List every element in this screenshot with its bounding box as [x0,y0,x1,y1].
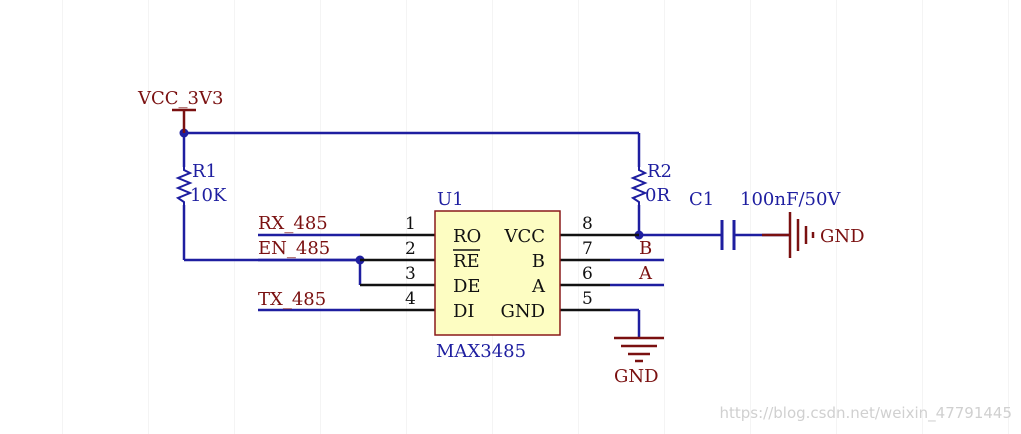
gnd-ic-label: GND [614,366,659,387]
net-label-en: EN_485 [258,238,330,259]
ic-u1: U1 MAX3485 1 2 3 4 RO RE DE DI 8 7 6 5 V… [360,189,639,362]
u1-body [434,210,561,336]
net-label-a: A [638,263,653,284]
capacitor-c1: C1 100nF/50V [689,189,841,250]
u1-pin8-num: 8 [582,214,593,234]
gnd-symbol-cap: GND [762,212,865,258]
net-labels: RX_485 EN_485 TX_485 B A [258,213,653,310]
u1-pin6-num: 6 [582,264,593,284]
r2-zigzag [630,167,648,205]
c1-value: 100nF/50V [740,189,841,210]
u1-pin3-num: 3 [405,264,416,284]
r1-value: 10K [190,185,227,206]
u1-pin2-name: RE [453,251,480,272]
u1-pin5-name: GND [500,301,545,322]
u1-pin7-num: 7 [582,239,593,259]
u1-pin3-name: DE [453,276,481,297]
u1-part: MAX3485 [436,341,526,362]
u1-pin1-num: 1 [405,214,416,234]
u1-pin4-name: DI [453,301,475,322]
vcc-power-port: VCC_3V3 [137,88,223,133]
u1-pin8-name: VCC [503,226,545,247]
u1-pin2-num: 2 [405,239,416,259]
gnd-symbol-ic: GND [614,336,664,387]
u1-ref: U1 [437,189,464,210]
net-label-tx: TX_485 [258,289,326,310]
resistor-r2: R2 0R [630,161,672,206]
wires [182,131,790,338]
u1-pin7-name: B [532,251,545,272]
vcc-label: VCC_3V3 [137,88,223,109]
net-label-b: B [639,238,652,259]
u1-pin1-name: RO [453,226,481,247]
net-label-rx: RX_485 [258,213,328,234]
junctions [179,128,644,265]
u1-pin-lines [360,233,639,312]
r2-ref: R2 [647,161,672,182]
r1-zigzag [175,167,193,205]
r2-value: 0R [645,185,670,206]
r1-ref: R1 [192,161,217,182]
u1-pin4-num: 4 [405,289,416,309]
resistor-r1: R1 10K [175,161,227,206]
gnd-cap-label: GND [820,226,865,247]
watermark: https://blog.csdn.net/weixin_47791445 [719,404,1012,423]
u1-pin5-num: 5 [582,289,593,309]
c1-ref: C1 [689,189,714,210]
u1-pin6-name: A [531,276,546,297]
